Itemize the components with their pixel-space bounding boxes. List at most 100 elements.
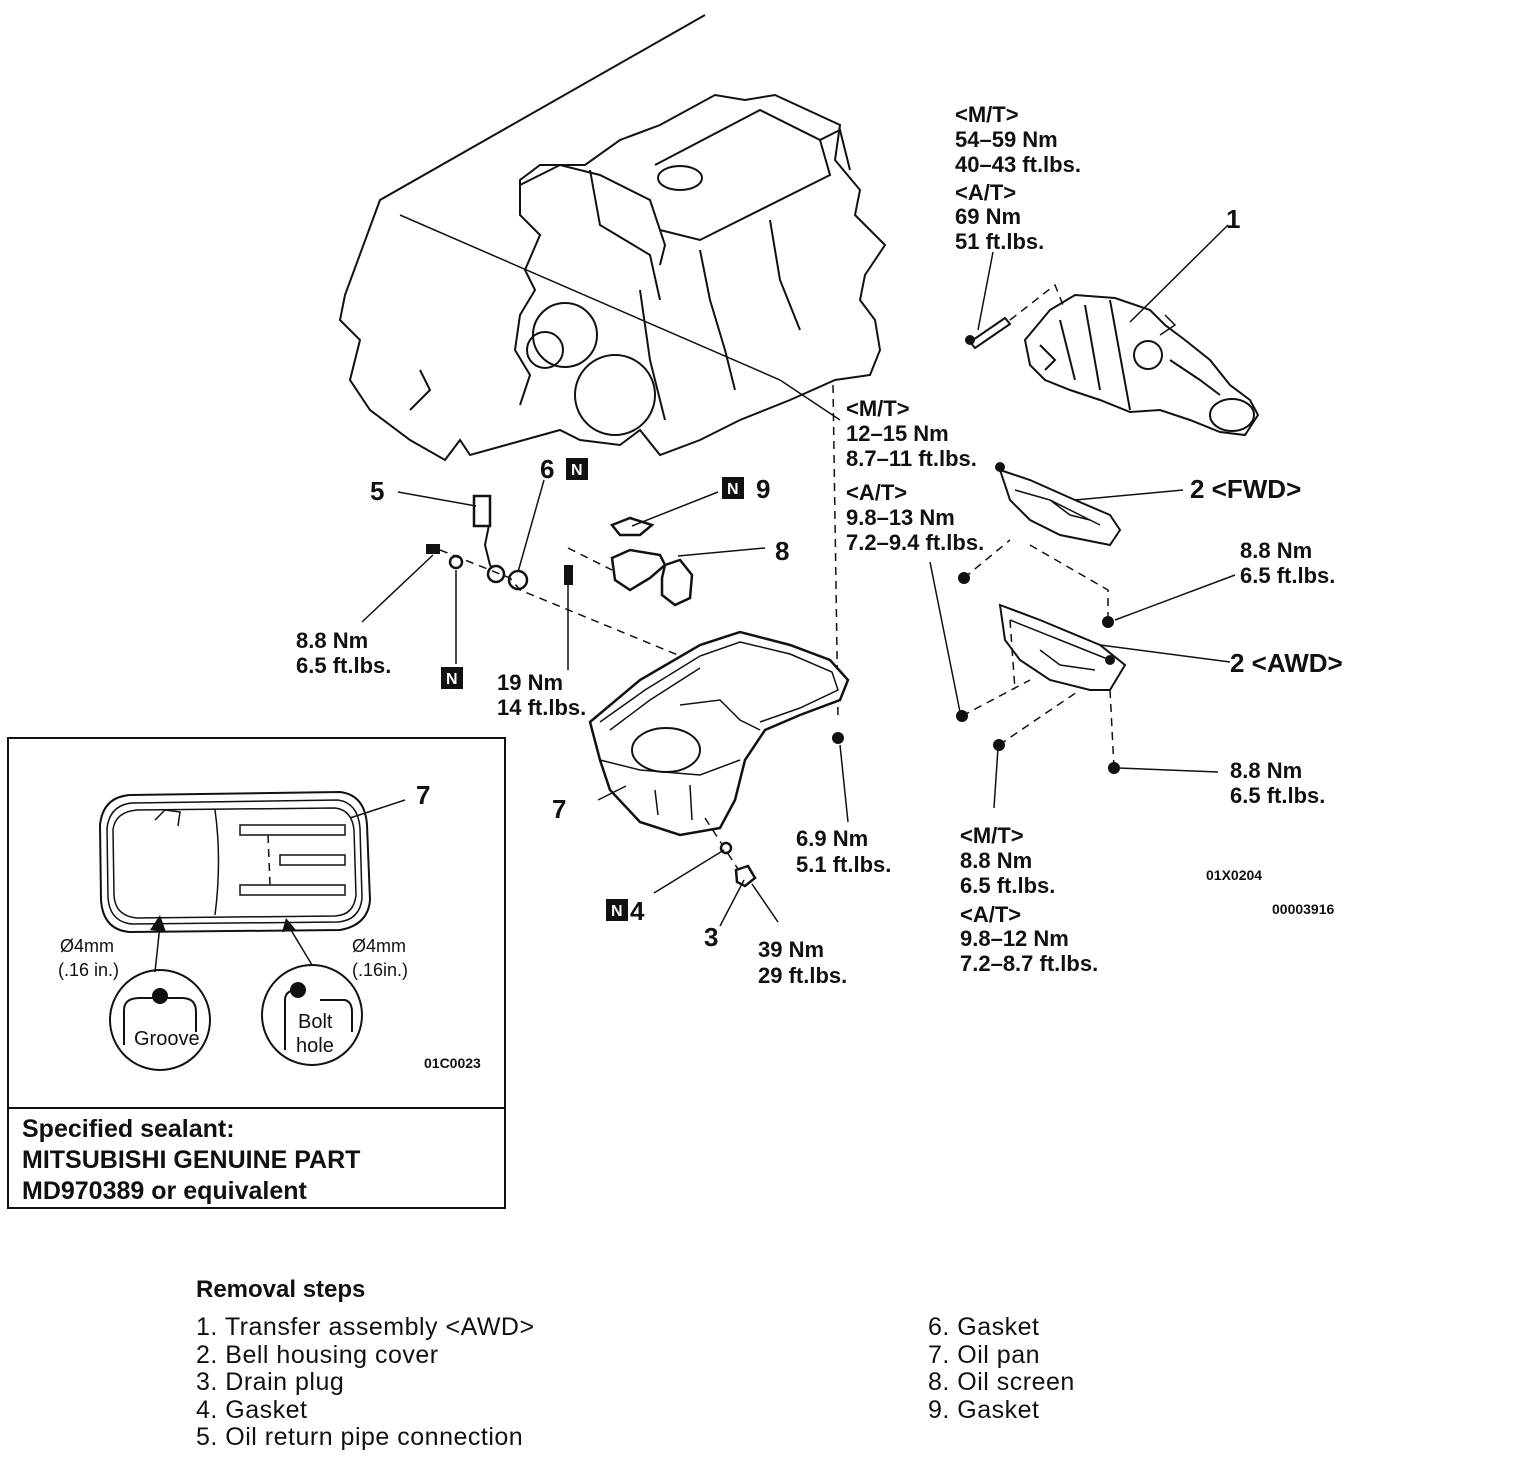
dash-4: [998, 689, 1081, 746]
dash-1: [963, 539, 1011, 579]
leader-fwd-bolt: [1114, 574, 1236, 621]
leader-2-awd: [1099, 644, 1231, 663]
removal-step: 4. Gasket: [196, 1395, 308, 1424]
label-awd-bolt-ft: 6.5 ft.lbs.: [1230, 783, 1325, 808]
label-mt-transfer: <M/T>: [955, 102, 1019, 127]
leader-drain: [751, 883, 779, 923]
label-mt-bell-nm: 12–15 Nm: [846, 421, 949, 446]
label-lower-mt-ft: 6.5 ft.lbs.: [960, 873, 1055, 898]
label-at-transfer-ft: 51 ft.lbs.: [955, 229, 1044, 254]
figure-code: 01X0204: [1206, 867, 1262, 883]
right-inches: (.16in.): [352, 960, 408, 980]
label-at-bell-ft: 7.2–9.4 ft.lbs.: [846, 530, 984, 555]
label-at-transfer: <A/T>: [955, 180, 1016, 205]
leader-5: [397, 491, 477, 507]
leader-pipe-bolt: [361, 554, 434, 623]
n-mark-9-text: N: [727, 481, 739, 498]
sealant-line-3: MD970389 or equivalent: [22, 1177, 307, 1205]
bolt-label: Bolt: [298, 1011, 333, 1033]
leader-6: [517, 479, 545, 573]
leader-4: [653, 849, 725, 894]
label-mt-bell-ft: 8.7–11 ft.lbs.: [846, 446, 977, 471]
label-screen-bolt-nm: 19 Nm: [497, 670, 563, 695]
leader-3: [719, 879, 745, 927]
removal-step: 3. Drain plug: [196, 1368, 345, 1396]
removal-step: 9. Gasket: [928, 1395, 1040, 1424]
removal-step: 7. Oil pan: [928, 1340, 1041, 1369]
label-at-bell-nm: 9.8–13 Nm: [846, 505, 955, 530]
leader-9: [631, 491, 719, 527]
document-code: 00003916: [1272, 901, 1335, 917]
left-diameter: Ø4mm: [60, 936, 114, 956]
callout-6: 6: [540, 454, 554, 484]
inset-arrow-left: [154, 924, 161, 973]
n-mark-4-text: N: [611, 903, 623, 920]
removal-step: 6. Gasket: [928, 1313, 1040, 1341]
callout-5: 5: [370, 476, 384, 506]
dash-6: [1009, 619, 1016, 691]
sealant-inset: 7 Groove Ø4mm (.16 in.) Bolt hole Ø4mm (…: [7, 737, 506, 1209]
n-mark-9: [722, 477, 744, 499]
n-mark-6: [566, 458, 588, 480]
label-drain-ft: 29 ft.lbs.: [758, 963, 847, 988]
leader-callout-1: [1129, 224, 1229, 323]
label-screen-bolt-ft: 14 ft.lbs.: [497, 695, 586, 720]
n-mark-4: [606, 899, 628, 921]
inset-code: 01C0023: [424, 1055, 481, 1071]
oil-screen: [610, 548, 694, 607]
gasket-6: [507, 569, 529, 591]
leader-transfer-bolt: [977, 251, 994, 331]
label-drain-nm: 39 Nm: [758, 937, 824, 962]
dash-5: [1109, 689, 1115, 769]
n-mark-6-text: N: [571, 462, 583, 479]
removal-step: 1. Transfer assembly <AWD>: [196, 1313, 535, 1341]
drain-plug: [734, 864, 757, 888]
leader-lower-bolt: [993, 747, 999, 809]
callout-9: 9: [756, 474, 770, 504]
removal-step: 2. Bell housing cover: [196, 1340, 439, 1369]
inset-arrow-right: [287, 924, 313, 966]
inset-leader-7: [349, 799, 406, 819]
sealant-line-2: MITSUBISHI GENUINE PART: [22, 1146, 361, 1174]
label-lower-mt: <M/T>: [960, 823, 1024, 848]
removal-steps-right: 6. Gasket 7. Oil pan 8. Oil screen 9. Ga…: [928, 1313, 1075, 1424]
callout-2-awd: 2 <AWD>: [1230, 648, 1343, 678]
leader-pan-bolt: [839, 744, 849, 823]
label-at-bell: <A/T>: [846, 480, 907, 505]
oil-return-pipe: [472, 494, 506, 584]
bell-housing-cover-fwd: [998, 468, 1122, 547]
groove-label: Groove: [134, 1028, 200, 1050]
label-pan-bolt-nm: 6.9 Nm: [796, 826, 868, 851]
dash-2: [1029, 544, 1109, 622]
removal-steps-title: Removal steps: [196, 1276, 366, 1303]
n-mark-pipe-text: N: [446, 671, 458, 688]
pan-bolt: [832, 732, 844, 744]
sealant-spec: Specified sealant: MITSUBISHI GENUINE PA…: [22, 1114, 502, 1207]
callout-7: 7: [552, 794, 566, 824]
right-diameter: Ø4mm: [352, 936, 406, 956]
label-pipe-bolt-nm: 8.8 Nm: [296, 628, 368, 653]
label-at-transfer-nm: 69 Nm: [955, 204, 1021, 229]
callout-8: 8: [775, 536, 789, 566]
label-lower-mt-nm: 8.8 Nm: [960, 848, 1032, 873]
screen-bolt-path: [567, 547, 613, 571]
transfer-bolt: [965, 316, 1012, 350]
left-inches: (.16 in.): [58, 960, 119, 980]
transfer-assembly: [1023, 293, 1260, 437]
label-mt-transfer-ft: 40–43 ft.lbs.: [955, 152, 1081, 177]
leader-2-fwd: [1074, 489, 1184, 501]
label-awd-bolt-nm: 8.8 Nm: [1230, 758, 1302, 783]
inset-callout-7: 7: [416, 780, 430, 810]
callout-1: 1: [1226, 204, 1240, 234]
label-mt-transfer-nm: 54–59 Nm: [955, 127, 1058, 152]
hole-label: hole: [296, 1035, 334, 1057]
leader-at-bell: [929, 561, 961, 713]
callout-4: 4: [630, 896, 645, 926]
n-mark-pipe: [441, 667, 463, 689]
leader-awd-bolt: [1117, 767, 1219, 773]
label-mt-bell: <M/T>: [846, 396, 910, 421]
transfer-bolt-path: [1009, 283, 1066, 321]
leader-7: [597, 785, 627, 801]
label-lower-at-ft: 7.2–8.7 ft.lbs.: [960, 951, 1098, 976]
